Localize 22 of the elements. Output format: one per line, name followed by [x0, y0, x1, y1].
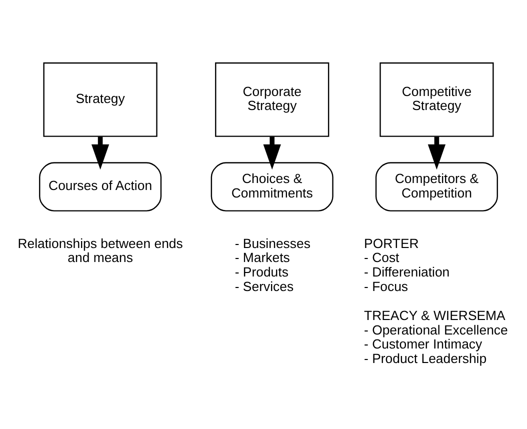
node-box: Choices & Commitments: [210, 162, 333, 211]
node-box: Corporate Strategy: [214, 62, 329, 136]
node-label: - Operational Excellence: [364, 322, 508, 337]
node-label: TREACY & WIERSEMA: [364, 307, 505, 322]
node-label: - Produts: [234, 264, 288, 280]
node-label: PORTER: [364, 235, 418, 250]
node-box: Strategy: [42, 62, 157, 136]
arrow: [90, 136, 109, 170]
node-label: - Customer Intimacy: [364, 336, 482, 352]
arrow: [262, 136, 280, 170]
arrow: [427, 136, 446, 170]
node-label: - Focus: [364, 278, 408, 294]
node-label: Relationships between ends and means: [17, 235, 182, 265]
node-label: - Differeniation: [364, 264, 450, 280]
node-label: - Markets: [234, 250, 290, 265]
node-label: - Services: [234, 278, 294, 294]
node-box: Courses of Action: [38, 162, 162, 211]
node-box: Competitive Strategy: [379, 62, 494, 136]
node-label: - Cost: [364, 250, 399, 265]
node-label: - Product Leadership: [364, 350, 486, 366]
node-label: - Businesses: [234, 235, 310, 250]
node-box: Competitors & Competition: [374, 162, 498, 211]
